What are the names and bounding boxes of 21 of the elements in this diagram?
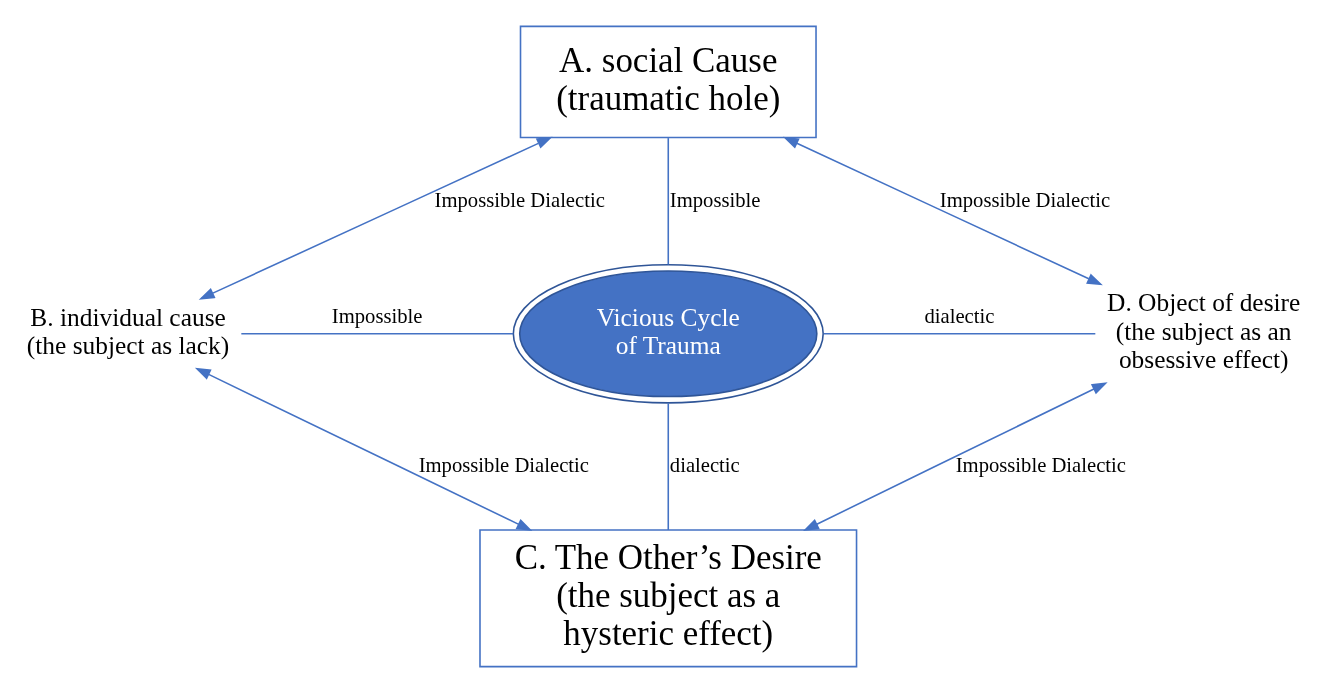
edge-label: Impossible Dialectic bbox=[939, 188, 1111, 211]
arrow bbox=[198, 136, 553, 300]
connector bbox=[823, 333, 1097, 335]
connector bbox=[667, 402, 670, 531]
edge-label: dialectic bbox=[924, 305, 995, 328]
edge-label: Impossible Dialectic bbox=[955, 453, 1126, 476]
arrow bbox=[194, 367, 533, 531]
node-box: A. social Cause (traumatic hole) bbox=[519, 25, 817, 139]
edge-label: Impossible bbox=[331, 305, 423, 328]
edge-label: Impossible Dialectic bbox=[434, 188, 605, 211]
node-text: B. individual cause (the subject as lack) bbox=[26, 302, 230, 360]
node-ellipse: Vicious Cycle of Trauma bbox=[512, 263, 824, 404]
arrow bbox=[803, 382, 1108, 531]
connector bbox=[240, 333, 514, 335]
edge-label: dialectic bbox=[669, 453, 740, 476]
arrow bbox=[782, 136, 1103, 286]
edge-label: Impossible Dialectic bbox=[418, 453, 589, 476]
edge-label: Impossible bbox=[669, 188, 761, 211]
connector bbox=[667, 137, 670, 266]
node-box: C. The Other’s Desire (the subject as a hysteric effect) bbox=[479, 529, 858, 668]
node-text: D. Object of desire (the subject as an obsessive effect) bbox=[1107, 288, 1301, 374]
